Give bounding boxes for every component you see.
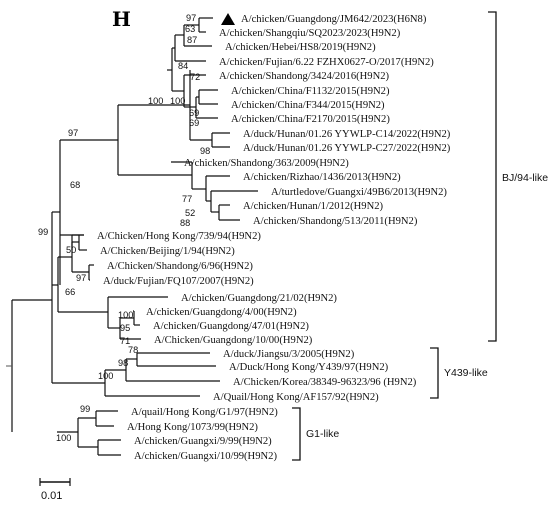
taxon-label: A/chicken/Guangdong/JM642/2023(H6N8) (241, 14, 427, 25)
taxon-label: A/chicken/Shandong/513/2011(H9N2) (253, 216, 418, 227)
taxon-label: A/Hong Kong/1073/99(H9N2) (127, 422, 258, 433)
taxon-label: A/Duck/Hong Kong/Y439/97(H9N2) (229, 362, 389, 373)
bootstrap-value: 66 (65, 287, 75, 297)
taxon-label: A/chicken/China/F2170/2015(H9N2) (231, 114, 390, 125)
scale-bar: 0.01 (39, 478, 71, 502)
taxon-label: A/Chicken/Shandong/6/96(H9N2) (107, 261, 253, 272)
clade-label-y439: Y439-like (444, 367, 488, 379)
bootstrap-value: 98 (200, 146, 210, 156)
taxon-label: A/quail/Hong Kong/G1/97(H9N2) (131, 407, 278, 418)
tip-labels: A/chicken/Guangdong/JM642/2023(H6N8) A/ch… (97, 14, 451, 462)
bootstrap-value: 100 (118, 310, 133, 320)
bootstrap-value: 87 (187, 35, 197, 45)
bootstrap-value: 97 (186, 13, 196, 23)
tree-branches (6, 17, 258, 456)
bootstrap-value: 100 (56, 433, 71, 443)
bracket-y439-line (430, 347, 439, 399)
bracket-g1-line (292, 407, 301, 461)
bootstrap-value: 68 (70, 180, 80, 190)
bracket-bj94-line (488, 11, 497, 342)
bootstrap-value: 99 (80, 404, 90, 414)
bootstrap-value: 50 (66, 245, 76, 255)
bootstrap-value: 72 (190, 72, 200, 82)
taxon-label: A/chicken/Shandong/363/2009(H9N2) (184, 158, 349, 169)
taxon-label: A/chicken/China/F344/2015(H9N2) (231, 100, 385, 111)
taxon-label: A/chicken/Shandong/3424/2016(H9N2) (219, 71, 390, 82)
highlight-triangle-icon (221, 13, 235, 25)
taxon-label: A/duck/Hunan/01.26 YYWLP-C27/2022(H9N2) (243, 143, 451, 154)
taxon-label: A/chicken/Rizhao/1436/2013(H9N2) (243, 172, 401, 183)
bootstrap-value: 71 (120, 336, 130, 346)
bootstrap-value: 100 (148, 96, 163, 106)
clade-label-bj94: BJ/94-like (502, 172, 548, 184)
bootstrap-value: 69 (189, 118, 199, 128)
taxon-label: A/chicken/Hebei/HS8/2019(H9N2) (225, 42, 376, 53)
taxon-label: A/duck/Jiangsu/3/2005(H9N2) (223, 349, 355, 360)
bootstrap-value: 100 (170, 96, 185, 106)
bootstrap-value: 98 (118, 358, 128, 368)
bootstrap-value: 77 (182, 194, 192, 204)
taxon-label: A/Chicken/Korea/38349-96323/96 (H9N2) (233, 377, 417, 388)
taxon-label: A/Chicken/Hong Kong/739/94(H9N2) (97, 231, 261, 242)
taxon-label: A/chicken/Guangdong/47/01(H9N2) (153, 321, 309, 332)
panel-label: H (112, 7, 131, 31)
bootstrap-value: 99 (38, 227, 48, 237)
bootstrap-value: 69 (189, 108, 199, 118)
taxon-label: A/duck/Hunan/01.26 YYWLP-C14/2022(H9N2) (243, 129, 451, 140)
bootstrap-value: 100 (98, 371, 113, 381)
bootstrap-value: 63 (185, 24, 195, 34)
clade-bracket-y439: Y439-like (430, 347, 488, 399)
clade-bracket-g1: G1-like (292, 407, 339, 461)
taxon-label: A/chicken/Guangxi/9/99(H9N2) (134, 436, 272, 447)
bootstrap-value: 97 (76, 273, 86, 283)
bootstrap-values: 9787638472100696910098976877528899509766… (38, 13, 210, 443)
bootstrap-value: 84 (178, 61, 188, 71)
taxon-label: A/chicken/Guangdong/21/02(H9N2) (181, 293, 337, 304)
taxon-label: A/chicken/Guangdong/4/00(H9N2) (146, 307, 297, 318)
bootstrap-value: 95 (120, 323, 130, 333)
taxon-label: A/chicken/Hunan/1/2012(H9N2) (243, 201, 384, 212)
taxon-label: A/Quail/Hong Kong/AF157/92(H9N2) (213, 392, 379, 403)
taxon-label: A/turtledove/Guangxi/49B6/2013(H9N2) (271, 187, 447, 198)
scale-bar-label: 0.01 (41, 490, 62, 502)
taxon-label: A/chicken/China/F1132/2015(H9N2) (231, 86, 390, 97)
bootstrap-value: 78 (128, 345, 138, 355)
taxon-label: A/chicken/Guangxi/10/99(H9N2) (134, 451, 277, 462)
taxon-label: A/chicken/Shangqiu/SQ2023/2023(H9N2) (219, 28, 401, 39)
taxon-label: A/duck/Fujian/FQ107/2007(H9N2) (103, 276, 254, 287)
taxon-label: A/chicken/Fujian/6.22 FZHX0627-O/2017(H9… (219, 57, 434, 68)
clade-label-g1: G1-like (306, 428, 339, 440)
clade-bracket-bj94: BJ/94-like (488, 11, 548, 342)
taxon-label: A/Chicken/Beijing/1/94(H9N2) (100, 246, 235, 257)
bootstrap-value: 88 (180, 218, 190, 228)
bootstrap-value: 97 (68, 128, 78, 138)
bootstrap-value: 52 (185, 208, 195, 218)
taxon-label: A/Chicken/Guangdong/10/00(H9N2) (154, 335, 313, 346)
